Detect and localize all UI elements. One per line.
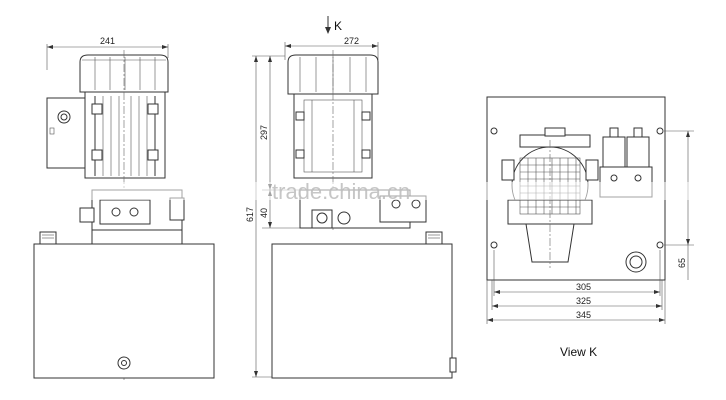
side-motor-height-dim: 297 (259, 125, 269, 140)
motor-fan-cover (79, 54, 169, 93)
view-k-vertical-dim: 65 (677, 258, 687, 268)
view-k-solenoid-1 (602, 136, 626, 168)
watermark: trade.china.cn (0, 179, 726, 204)
front-tank (33, 243, 215, 379)
view-k: 65 305 325 345 View K (486, 96, 694, 359)
view-k-dim-325: 325 (576, 296, 591, 306)
front-width-dim: 241 (100, 36, 115, 46)
view-k-solenoid-2 (626, 136, 650, 168)
side-view: K 272 617 297 40 (245, 16, 457, 379)
side-tank (271, 243, 453, 379)
side-width-dim: 272 (344, 36, 359, 46)
view-arrow-label: K (334, 19, 342, 33)
view-k-title: View K (560, 345, 597, 359)
side-block-height-dim: 40 (259, 208, 269, 218)
view-k-dim-305: 305 (576, 282, 591, 292)
front-view: 241 (33, 36, 215, 380)
side-total-height-dim: 617 (245, 207, 255, 222)
terminal-box (46, 97, 88, 169)
watermark-text: trade.china.cn (272, 179, 410, 204)
view-k-plug (625, 251, 647, 273)
view-k-dim-345: 345 (576, 310, 591, 320)
